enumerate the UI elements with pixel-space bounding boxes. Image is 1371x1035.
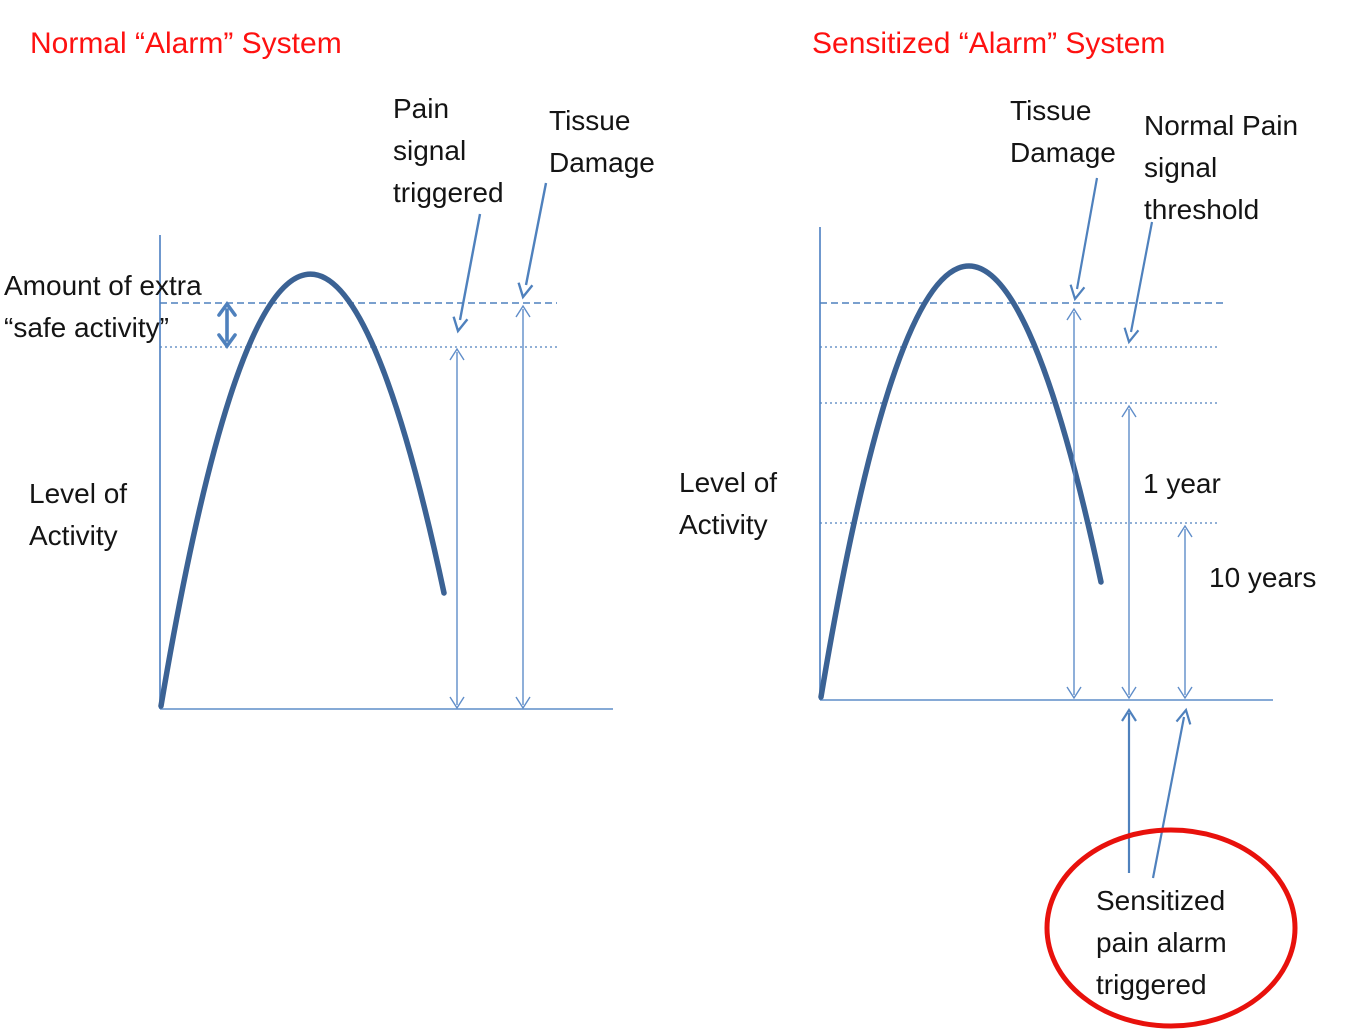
sensitized-pointer-arrow-2 [1151,707,1192,879]
left-chart [158,182,613,710]
pain-signal-pointer-arrow [452,213,482,334]
safe-activity-label: Amount of extra “safe activity” [4,270,202,343]
tissue-damage-pointer-arrow [517,182,548,300]
one-year-label: 1 year [1143,468,1221,499]
level-of-activity-left-label: Level of Activity [29,478,128,551]
right-tissue-damage-pointer-arrow [1069,177,1099,302]
normal-pain-pointer-arrow [1123,221,1154,345]
ten-years-vertical-arrow [1177,524,1193,700]
tissue-damage-vertical-arrow [515,304,531,710]
tissue-damage-left-label: Tissue Damage [549,105,655,178]
pain-signal-label: Pain signal triggered [393,93,504,208]
right-chart [818,177,1298,1029]
safe-activity-range-arrow [217,300,237,350]
left-panel-title: Normal “Alarm” System [30,27,342,60]
sensitized-alarm-ellipse [1044,827,1298,1029]
level-of-activity-right-label: Level of Activity [679,467,778,540]
pain-signal-vertical-arrow [449,347,465,710]
tissue-damage-right-label: Tissue Damage [1010,95,1116,168]
sensitized-pointer-arrow-1 [1121,707,1137,873]
right-panel-title: Sensitized “Alarm” System [812,27,1166,60]
left-activity-curve [158,271,447,709]
sensitized-alarm-label: Sensitized pain alarm triggered [1096,885,1227,1000]
one-year-vertical-arrow [1121,404,1137,700]
right-tissue-damage-vertical-arrow [1066,307,1082,700]
normal-pain-threshold-label: Normal Pain signal threshold [1144,110,1299,225]
ten-years-label: 10 years [1209,562,1317,593]
right-activity-curve [818,263,1104,700]
